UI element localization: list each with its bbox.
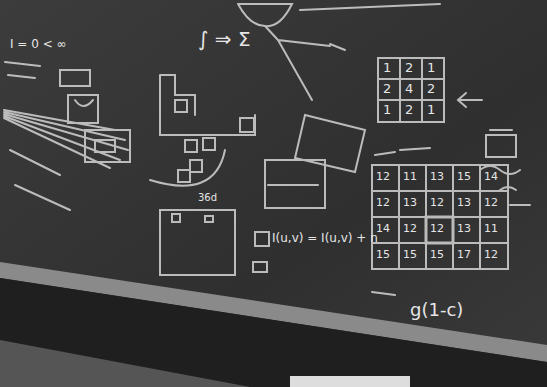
chalk-grid xyxy=(295,115,365,172)
chalk-underline xyxy=(372,292,395,295)
chalk-square xyxy=(175,100,254,182)
chalk-formula: I = 0 < ∞ xyxy=(10,38,67,51)
board-frame xyxy=(0,278,547,387)
kernel-value: 4 xyxy=(405,82,413,96)
pixel-value: 14 xyxy=(484,171,498,183)
kernel-value: 1 xyxy=(427,103,435,117)
pixel-value: 12 xyxy=(484,197,498,209)
pixel-value: 15 xyxy=(403,249,417,261)
pixel-value: 11 xyxy=(403,171,417,183)
kernel-grid xyxy=(378,58,444,122)
pixel-value: 15 xyxy=(430,249,444,261)
chalk-box xyxy=(160,210,235,275)
chalk-figures xyxy=(4,4,530,295)
kernel-value: 2 xyxy=(405,103,413,117)
pixel-value: 13 xyxy=(430,171,444,183)
pixel-value: 12 xyxy=(430,223,444,235)
chalk-square xyxy=(253,232,269,272)
pixel-value: 12 xyxy=(376,171,390,183)
kernel-value: 1 xyxy=(383,103,391,117)
pixel-value: 13 xyxy=(457,223,471,235)
chalk-scribble xyxy=(5,62,90,86)
pixel-value: 17 xyxy=(457,249,471,261)
chalk-formula: g(1-c) xyxy=(410,300,463,320)
chalk-formula: I(u,v) = I(u,v) + n xyxy=(272,232,378,245)
kernel-value: 2 xyxy=(383,82,391,96)
chalk-line xyxy=(375,148,430,155)
chalk-box xyxy=(265,160,325,208)
chalk-formula: ∫ ⇒ Σ xyxy=(198,28,251,50)
kernel-value: 2 xyxy=(427,82,435,96)
chalk-arrow xyxy=(458,93,482,107)
pixel-value: 15 xyxy=(376,249,390,261)
chalk-curve xyxy=(150,150,225,186)
kernel-value: 2 xyxy=(405,61,413,75)
pixel-value: 12 xyxy=(484,249,498,261)
highlight-cell xyxy=(426,217,453,243)
chalk-funnel xyxy=(238,4,330,100)
pixel-value: 12 xyxy=(403,223,417,235)
pixel-value: 12 xyxy=(376,197,390,209)
pixel-table-grid xyxy=(372,165,508,269)
chalk-cup xyxy=(486,130,516,157)
pixel-value: 13 xyxy=(457,197,471,209)
chalk-note: 36d xyxy=(198,192,217,203)
desk-edge xyxy=(0,340,250,387)
pixel-value: 13 xyxy=(403,197,417,209)
chalk-scribble xyxy=(10,150,70,210)
chalk-line xyxy=(300,4,440,50)
kernel-value: 1 xyxy=(383,61,391,75)
pixel-value: 15 xyxy=(457,171,471,183)
pixel-value: 14 xyxy=(376,223,390,235)
chalk-figure xyxy=(68,95,98,123)
chalk-box xyxy=(85,130,130,162)
paper-strip xyxy=(290,376,410,387)
pixel-value: 12 xyxy=(430,197,444,209)
pixel-value: 11 xyxy=(484,223,498,235)
kernel-value: 1 xyxy=(427,61,435,75)
